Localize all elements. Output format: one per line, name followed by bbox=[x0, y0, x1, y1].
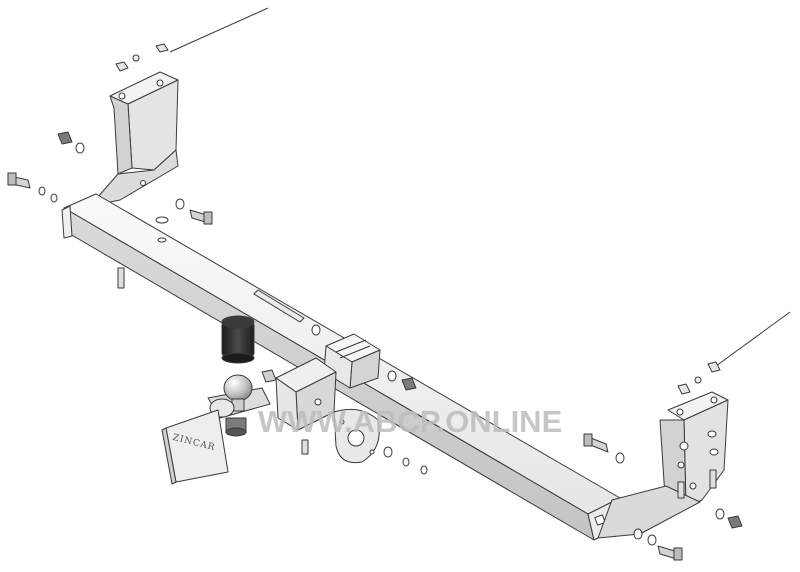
left-hardware bbox=[7, 131, 213, 289]
cover-plate bbox=[161, 409, 229, 485]
receiver-housing bbox=[275, 333, 381, 431]
long-bolt bbox=[253, 289, 305, 323]
electrical-socket bbox=[221, 315, 255, 364]
watermark-text: WWW.ABCP.ONLINE bbox=[258, 404, 563, 439]
center-hardware bbox=[301, 324, 625, 475]
tow-ball-assembly bbox=[207, 369, 277, 437]
right-mounting-bracket bbox=[597, 391, 729, 539]
right-cable bbox=[677, 311, 791, 395]
right-hardware bbox=[633, 430, 743, 561]
socket-mounting-plate bbox=[333, 408, 380, 464]
left-cable bbox=[115, 7, 269, 72]
left-mounting-bracket bbox=[89, 71, 179, 207]
